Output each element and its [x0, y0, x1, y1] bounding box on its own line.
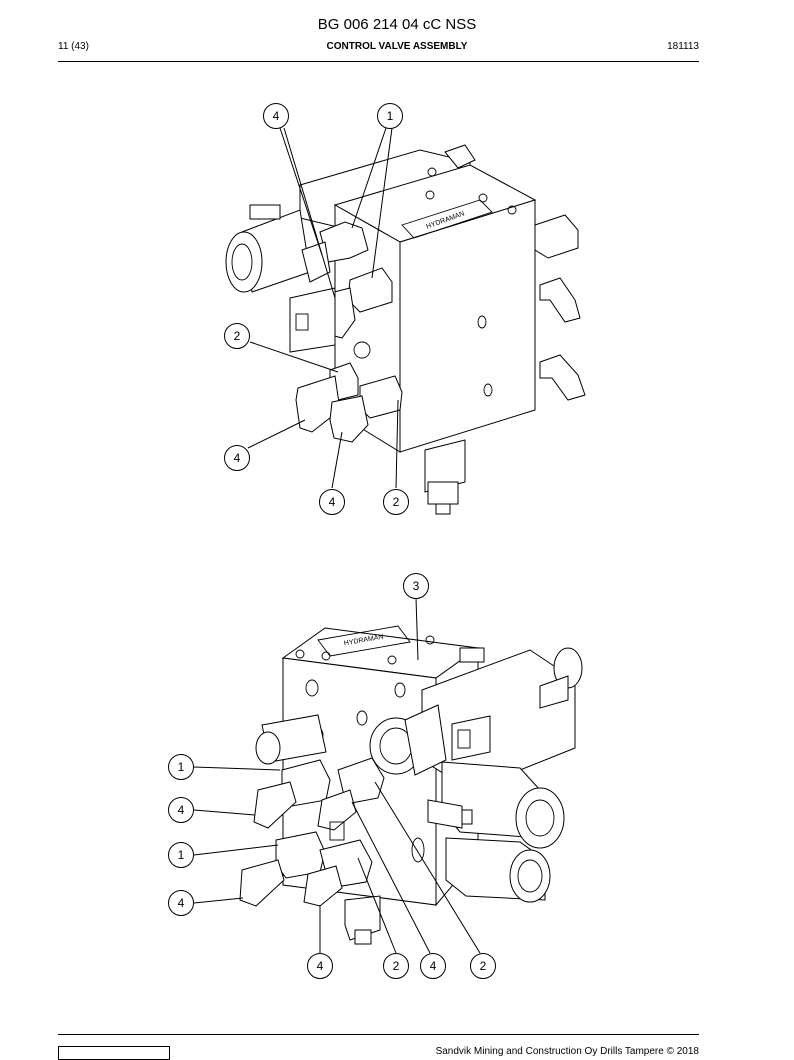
top-leaders — [247, 127, 399, 489]
svg-text:4: 4 — [178, 896, 185, 910]
callout-bottom-3: 3 — [403, 573, 429, 599]
callout-bottom-4b: 4 — [168, 890, 194, 916]
svg-text:2: 2 — [480, 959, 487, 973]
svg-text:4: 4 — [178, 803, 185, 817]
valve-assembly-bottom: HYDRAMAN — [239, 625, 583, 945]
callout-bottom-1a: 1 — [168, 754, 194, 780]
valve-assembly-top: HYDRAMAN — [225, 144, 586, 515]
svg-text:1: 1 — [178, 760, 185, 774]
svg-text:2: 2 — [234, 329, 241, 343]
callout-bottom-4d: 4 — [420, 953, 446, 979]
page-number: 11 (43) — [58, 41, 89, 52]
bottom-leaders — [193, 597, 481, 954]
svg-text:4: 4 — [430, 959, 437, 973]
svg-text:1: 1 — [387, 109, 394, 123]
svg-text:2: 2 — [393, 495, 400, 509]
document-id: BG 006 214 04 cC NSS — [317, 16, 477, 33]
header-rule — [58, 61, 699, 62]
callout-bottom-2b: 2 — [470, 953, 496, 979]
footer-rule — [58, 1034, 699, 1035]
svg-text:1: 1 — [178, 848, 185, 862]
callout-bottom-1b: 1 — [168, 842, 194, 868]
callout-bottom-2a: 2 — [383, 953, 409, 979]
svg-text:4: 4 — [234, 451, 241, 465]
callout-top-2a: 2 — [224, 323, 250, 349]
svg-text:3: 3 — [413, 579, 420, 593]
document-date: 181113 — [667, 41, 699, 52]
section-title: CONTROL VALVE ASSEMBLY — [326, 41, 468, 52]
callout-top-4a: 4 — [263, 103, 289, 129]
sandvik-logo — [58, 1046, 170, 1060]
footer-copyright: Sandvik Mining and Construction Oy Drill… — [435, 1046, 699, 1057]
svg-text:4: 4 — [329, 495, 336, 509]
callout-top-4c: 4 — [319, 489, 345, 515]
svg-text:4: 4 — [273, 109, 280, 123]
callout-bottom-4c: 4 — [307, 953, 333, 979]
svg-text:2: 2 — [393, 959, 400, 973]
svg-text:4: 4 — [317, 959, 324, 973]
callout-top-4b: 4 — [224, 445, 250, 471]
callout-bottom-4a: 4 — [168, 797, 194, 823]
callout-top-1: 1 — [377, 103, 403, 129]
callout-top-2b: 2 — [383, 489, 409, 515]
